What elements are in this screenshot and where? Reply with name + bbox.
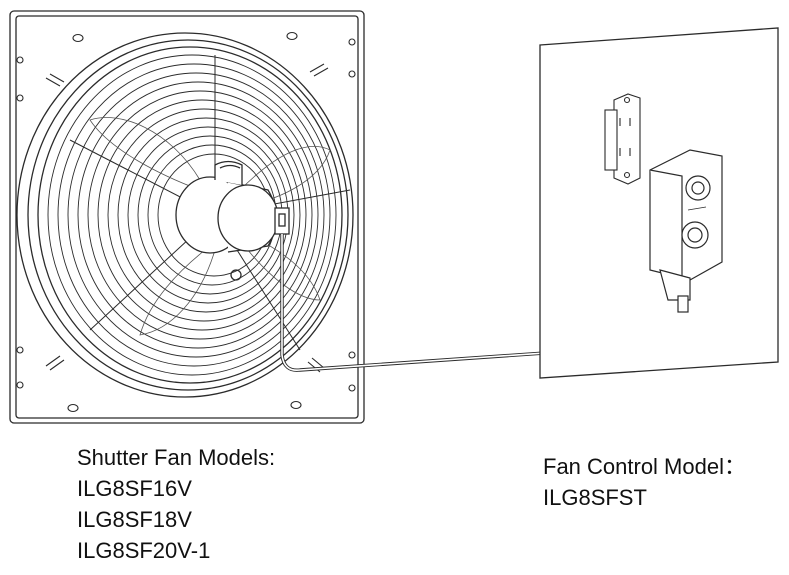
fan-control-caption: Fan Control Model： ILG8SFST bbox=[543, 451, 746, 513]
wall-outlet-icon bbox=[604, 93, 641, 185]
installation-diagram bbox=[9, 10, 779, 424]
fan-model-item: ILG8SF16V bbox=[77, 476, 192, 501]
fan-models-heading: Shutter Fan Models: bbox=[77, 445, 276, 470]
fan-speed-controller-icon bbox=[649, 149, 723, 313]
fan-model-item: ILG8SF18V bbox=[77, 507, 192, 532]
fan-control-model: ILG8SFST bbox=[543, 485, 647, 510]
fan-control-heading: Fan Control Model： bbox=[543, 454, 746, 479]
shutter-fan-icon bbox=[9, 10, 365, 424]
fan-models-caption: Shutter Fan Models: ILG8SF16V ILG8SF18V … bbox=[77, 442, 275, 566]
fan-model-item: ILG8SF20V-1 bbox=[77, 538, 211, 563]
